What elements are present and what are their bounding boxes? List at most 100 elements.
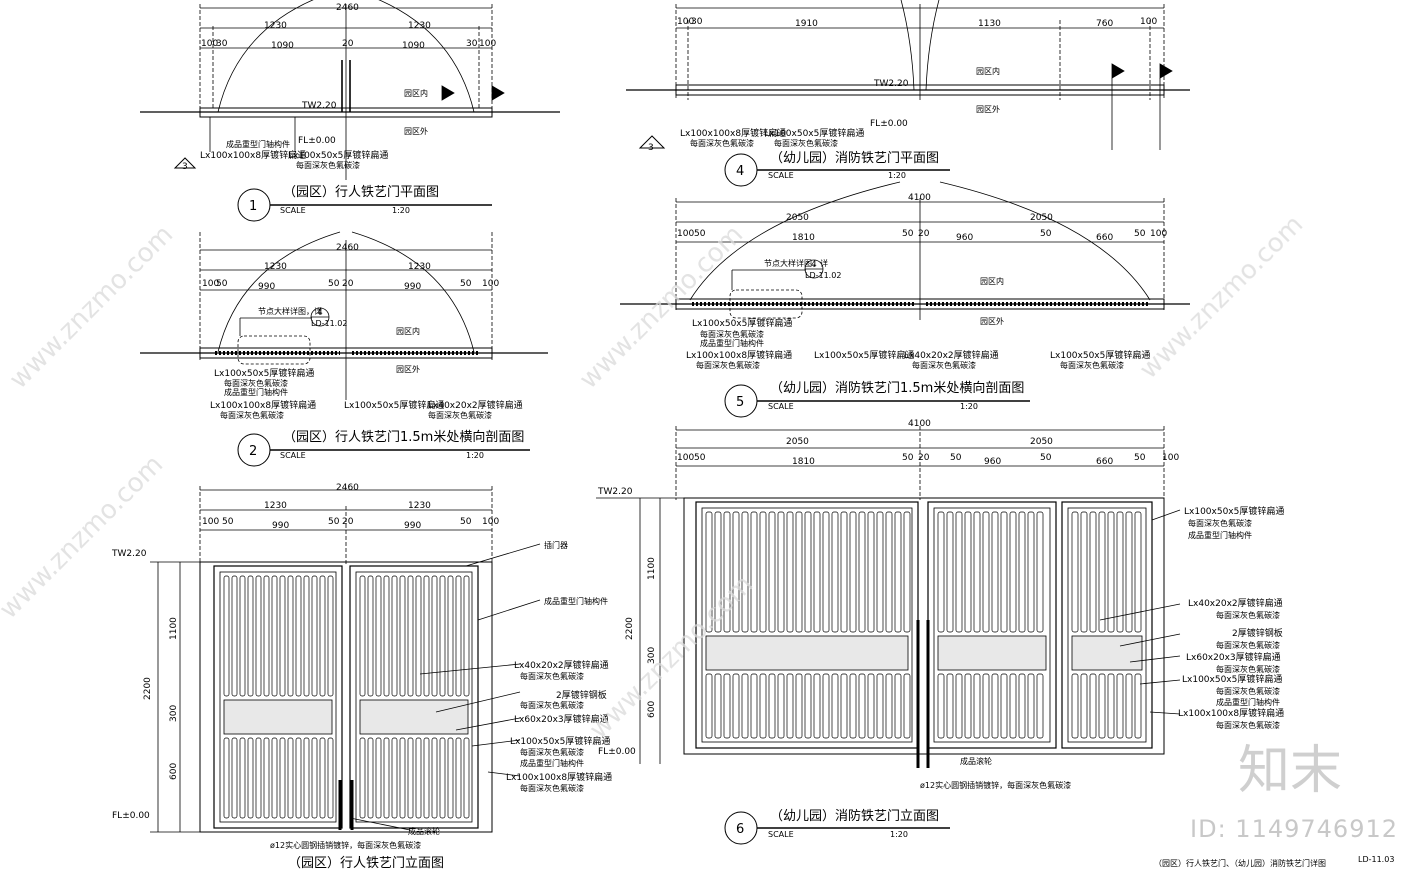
gate-bar [937, 511, 945, 633]
label-outside: 园区外 [976, 104, 1000, 114]
gate-bar [813, 673, 821, 739]
label-finish-2: 每面深灰色氟碳漆 [774, 138, 838, 148]
label-l40x20x2: Lx40x20x2厚镀锌扁通 [514, 659, 609, 671]
gate-bar [239, 575, 246, 697]
gate-bar [319, 737, 326, 819]
drawing-title: （幼儿园）消防铁艺门平面图 [770, 150, 939, 166]
drawing-5-title: 5 （幼儿园）消防铁艺门1.5m米处横向剖面图 SCALE 1:20 [724, 380, 1030, 418]
drawing-number: 6 [736, 822, 744, 837]
gate-bar [1125, 673, 1133, 739]
gate-bar [311, 737, 318, 819]
label-l100x50x5: Lx100x50x5厚镀锌扁通 [764, 127, 864, 139]
dim-20: 20 [342, 517, 354, 527]
gate-bar [741, 673, 749, 739]
sheet-footer: （园区）行人铁艺门、（幼儿园）消防铁艺门详图 LD-11.03 [1154, 855, 1394, 868]
drawing-1-text: 2460 1230 1230 100 30 1090 20 1090 30 10… [182, 3, 496, 172]
gate-bar [804, 511, 812, 633]
gate-bar [804, 673, 812, 739]
dim-half-left: 2050 [786, 437, 809, 447]
gate-bar [383, 575, 390, 697]
dim-h1100: 1100 [647, 557, 657, 580]
gate-bar [741, 511, 749, 633]
gate-bar [1080, 673, 1088, 739]
gate-bar [1089, 511, 1097, 633]
gate-bar [813, 511, 821, 633]
dim-h1100: 1100 [169, 617, 179, 640]
gate-bar [1027, 511, 1035, 633]
dim-100: 100 [202, 517, 219, 527]
dim-100-r: 100 [1162, 453, 1179, 463]
drawing-2-text: 2460 1230 1230 100 50 990 50 20 990 50 1… [202, 243, 523, 420]
gate-bar [705, 511, 713, 633]
dim-660: 660 [1096, 457, 1113, 467]
dim-50: 50 [222, 517, 234, 527]
gate-bar [768, 673, 776, 739]
label-l100x100x8: Lx100x100x8厚镀锌扁通 [506, 771, 612, 783]
label-l100x50x5-b: Lx100x50x5厚镀锌扁通 [344, 399, 444, 411]
gate-bar [247, 737, 254, 819]
gate-bar [375, 737, 382, 819]
gate-bar [455, 575, 462, 697]
dim-100: 100 [677, 17, 694, 27]
label-l100x50x5: Lx100x50x5厚镀锌扁通 [510, 735, 610, 747]
gate-bar [1134, 511, 1142, 633]
dim-half-right: 1230 [408, 501, 431, 511]
dim-total: 2460 [336, 243, 359, 253]
label-finish-3: 每面深灰色氟碳漆 [912, 360, 976, 370]
gate-bar [431, 737, 438, 819]
gate-bar [946, 511, 954, 633]
label-finish-2: 每面深灰色氟碳漆 [696, 360, 760, 370]
dim-1810: 1810 [792, 457, 815, 467]
dim-20: 20 [918, 453, 930, 463]
label-l100x50x5: Lx100x50x5厚镀锌扁通 [288, 149, 388, 161]
dim-h300: 300 [169, 705, 179, 722]
dim-660: 660 [1096, 233, 1113, 243]
scale-value: 1:20 [392, 206, 410, 215]
level-fl: FL±0.00 [870, 119, 908, 129]
label-finish-2: 每面深灰色氟碳漆 [520, 700, 584, 710]
gate-bar [231, 737, 238, 819]
label-finish: 每面深灰色氟碳漆 [224, 378, 288, 388]
level-fl: FL±0.00 [298, 136, 336, 146]
gate-bar [876, 511, 884, 633]
gate-bar [822, 673, 830, 739]
gate-bar [359, 737, 366, 819]
gate-bar [1071, 511, 1079, 633]
label-outside: 园区外 [980, 316, 1004, 326]
label-l100x100x8: Lx100x100x8厚镀锌扁通 [680, 127, 786, 139]
label-pin: ø12实心圆钢插销镀锌，每面深灰色氟碳漆 [270, 840, 421, 850]
dim-50-r: 50 [460, 279, 472, 289]
scale-value: 1:20 [466, 451, 484, 460]
brand-logo: 知末 [1237, 741, 1342, 801]
gate-bar [1134, 673, 1142, 739]
dim-100-r: 100 [482, 517, 499, 527]
label-wheel: 成品滚轮 [408, 826, 440, 836]
detail-sheet: LD-11.02 [805, 271, 841, 280]
drawing-title: （园区）行人铁艺门1.5m米处横向剖面图 [283, 429, 524, 445]
gate-bar [391, 575, 398, 697]
label-finish-5: 每面深灰色氟碳漆 [1216, 686, 1280, 696]
gate-bar [937, 673, 945, 739]
dim-50-m: 50 [1040, 229, 1052, 239]
gate-bar [231, 575, 238, 697]
gate-bar [255, 575, 262, 697]
dim-total: 2460 [336, 483, 359, 493]
gate-bar [831, 511, 839, 633]
gate-bar [964, 511, 972, 633]
gate-bar [1036, 673, 1044, 739]
label-finish: 每面深灰色氟碳漆 [690, 138, 754, 148]
label-finish-6: 每面深灰色氟碳漆 [1216, 720, 1280, 730]
dim-1910: 1910 [795, 19, 818, 29]
gate-bar [1080, 511, 1088, 633]
label-l100x50x5-b: Lx100x50x5厚镀锌扁通 [1182, 673, 1282, 685]
drawing-2-title: 2 （园区）行人铁艺门1.5m米处横向剖面图 SCALE 1:20 [237, 429, 530, 467]
gate-bar [1098, 511, 1106, 633]
scale-label: SCALE [768, 830, 794, 839]
gate-bar [279, 575, 286, 697]
dim-leaf-right: 990 [404, 521, 421, 531]
gate-bar [732, 511, 740, 633]
gate-bar [973, 673, 981, 739]
gate-bar [367, 575, 374, 697]
gate-bar [759, 673, 767, 739]
gate-bar [311, 575, 318, 697]
